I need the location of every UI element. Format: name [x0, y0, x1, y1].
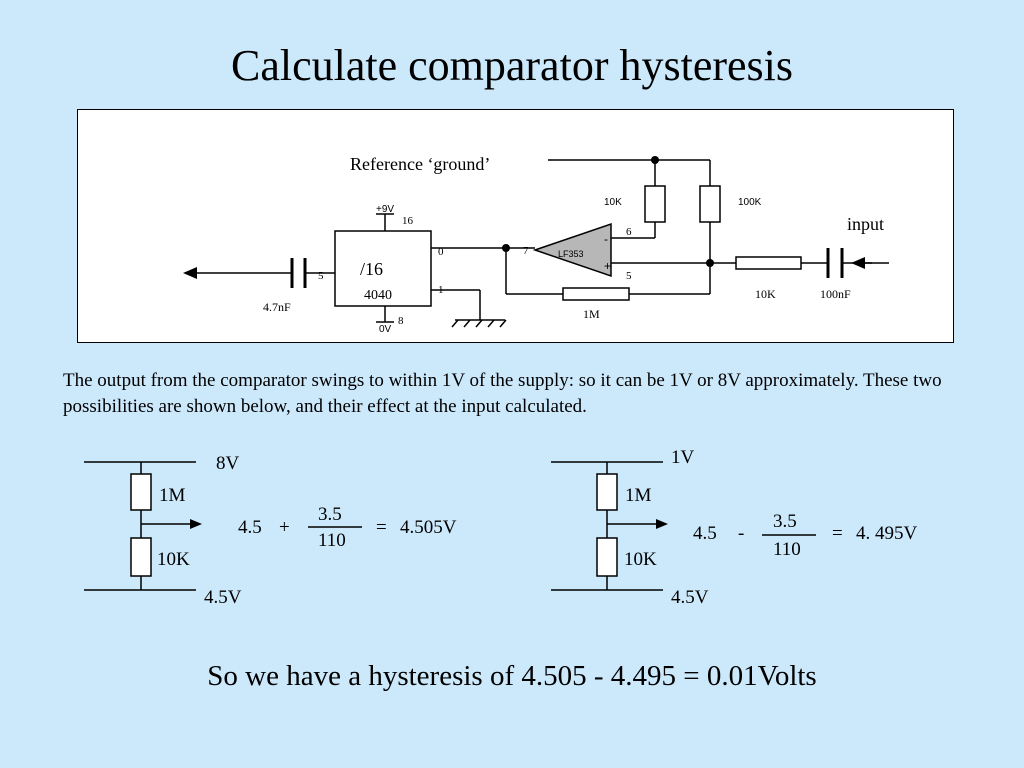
- right-equals: =: [832, 523, 843, 544]
- ic-part-label: 4040: [364, 288, 392, 303]
- left-r-top-label: 1M: [159, 485, 186, 506]
- ic-divider-label: /16: [360, 259, 383, 279]
- input-label: input: [847, 214, 884, 234]
- right-top-voltage: 1V: [671, 447, 695, 468]
- right-r-bottom-label: 10K: [624, 549, 657, 570]
- r-fb-label: 1M: [583, 307, 600, 321]
- left-tap-arrow-icon: [190, 519, 202, 529]
- ic-pin5-label: 5: [318, 270, 324, 282]
- left-result: 4.505V: [400, 517, 457, 538]
- left-base-value: 4.5: [238, 517, 262, 538]
- summary-text: So we have a hysteresis of 4.505 - 4.495…: [207, 660, 817, 692]
- right-resistor-10k: [596, 537, 618, 577]
- opamp-pin7-label: 7: [523, 245, 529, 257]
- left-r-bottom-label: 10K: [157, 549, 190, 570]
- right-denominator: 110: [773, 539, 801, 560]
- opamp-part-label: LF353: [558, 249, 584, 259]
- r-in-label: 10K: [755, 287, 776, 301]
- ic-gnd-label: 0V: [379, 324, 392, 335]
- opamp-minus-label: -: [604, 232, 608, 246]
- right-r-top-label: 1M: [625, 485, 652, 506]
- opamp-plus-label: +: [604, 259, 611, 273]
- opamp-pin5-label: 5: [626, 270, 632, 282]
- right-bottom-voltage: 4.5V: [671, 587, 709, 608]
- reference-label: Reference ‘ground’: [350, 154, 490, 174]
- junction-dot: [651, 156, 659, 164]
- left-denominator: 110: [318, 530, 346, 551]
- right-numerator: 3.5: [773, 511, 797, 532]
- junction-dot: [706, 259, 714, 267]
- ic-pin8-label: 8: [398, 315, 404, 327]
- capacitor-100nf-icon: [826, 248, 844, 278]
- c-out-label: 4.7nF: [263, 300, 291, 314]
- input-arrow-icon: [851, 257, 865, 269]
- r-ref-label: 10K: [604, 197, 622, 208]
- left-operator: +: [279, 517, 290, 538]
- ic-pin16-label: 16: [402, 215, 414, 227]
- left-bottom-voltage: 4.5V: [204, 587, 242, 608]
- resistor-1m: [562, 287, 630, 301]
- right-tap-arrow-icon: [656, 519, 668, 529]
- resistor-100k: [699, 185, 721, 223]
- resistor-10k-input: [735, 256, 802, 270]
- circuit-frame: [77, 109, 954, 343]
- ic-pin1-label: 1: [438, 284, 444, 296]
- left-resistor-1m: [130, 473, 152, 511]
- ic-pin0-label: 0: [438, 246, 444, 258]
- left-numerator: 3.5: [318, 504, 342, 525]
- ic-supply-label: +9V: [376, 204, 394, 215]
- r-fb-top-label: 100K: [738, 197, 762, 208]
- output-arrow-icon: [183, 267, 197, 279]
- right-base-value: 4.5: [693, 523, 717, 544]
- opamp-triangle: [532, 222, 612, 278]
- page-title: Calculate comparator hysteresis: [230, 41, 793, 90]
- left-top-voltage: 8V: [216, 453, 240, 474]
- right-result: 4. 495V: [856, 523, 918, 544]
- c-in-label: 100nF: [820, 287, 851, 301]
- ic-4040-box: [334, 230, 432, 307]
- left-equals: =: [376, 517, 387, 538]
- capacitor-4-7nf-icon: [290, 258, 307, 288]
- junction-dot: [502, 244, 510, 252]
- right-operator: -: [738, 523, 744, 544]
- left-resistor-10k: [130, 537, 152, 577]
- right-resistor-1m: [596, 473, 618, 511]
- resistor-10k-ref: [644, 185, 666, 223]
- opamp-pin6-label: 6: [626, 226, 632, 238]
- explanation-text: The output from the comparator swings to…: [63, 370, 942, 417]
